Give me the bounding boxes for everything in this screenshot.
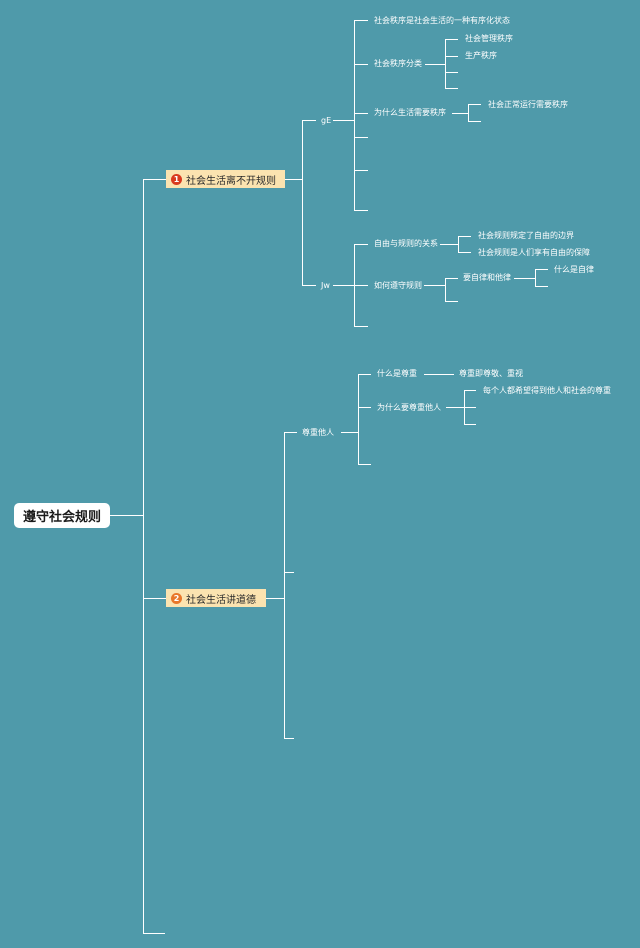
root-node[interactable]: 遵守社会规则 bbox=[14, 503, 110, 528]
node-why-respect[interactable]: 为什么要尊重他人 bbox=[377, 403, 441, 412]
root-label: 遵守社会规则 bbox=[22, 510, 101, 525]
node-order-definition[interactable]: 社会秩序是社会生活的一种有序化状态 bbox=[374, 16, 510, 25]
subtopic-ge[interactable]: gE bbox=[321, 116, 332, 125]
topic-number-badge: 1 bbox=[171, 173, 182, 185]
subtopic-jw[interactable]: Jw bbox=[321, 281, 330, 290]
node-how-obey[interactable]: 如何遵守规则 bbox=[374, 281, 422, 290]
subtopic-respect-others[interactable]: 尊重他人 bbox=[302, 428, 334, 437]
topic-label: 社会生活离不开规则 bbox=[186, 175, 276, 187]
node-everyone-hopes[interactable]: 每个人都希望得到他人和社会的尊重 bbox=[483, 386, 611, 395]
topic-label: 社会生活讲道德 bbox=[186, 594, 256, 606]
node-respect-definition[interactable]: 尊重即尊敬、重视 bbox=[459, 369, 523, 378]
topic-number-badge: 2 bbox=[171, 592, 182, 604]
node-production-order[interactable]: 生产秩序 bbox=[465, 51, 497, 60]
node-freedom-rules[interactable]: 自由与规则的关系 bbox=[374, 239, 438, 248]
node-freedom-guarantee[interactable]: 社会规则是人们享有自由的保障 bbox=[478, 248, 590, 257]
node-what-respect[interactable]: 什么是尊重 bbox=[377, 369, 417, 378]
node-freedom-boundary[interactable]: 社会规则规定了自由的边界 bbox=[478, 231, 574, 240]
node-order-types[interactable]: 社会秩序分类 bbox=[374, 59, 422, 68]
topic-node-1[interactable]: 1 社会生活离不开规则 bbox=[166, 170, 285, 188]
node-why-order[interactable]: 为什么生活需要秩序 bbox=[374, 108, 446, 117]
node-what-self-discipline[interactable]: 什么是自律 bbox=[554, 265, 594, 274]
node-order-reason[interactable]: 社会正常运行需要秩序 bbox=[488, 100, 568, 109]
node-self-other-discipline[interactable]: 要自律和他律 bbox=[463, 273, 511, 282]
topic-node-2[interactable]: 2 社会生活讲道德 bbox=[166, 589, 266, 607]
node-management-order[interactable]: 社会管理秩序 bbox=[465, 34, 513, 43]
